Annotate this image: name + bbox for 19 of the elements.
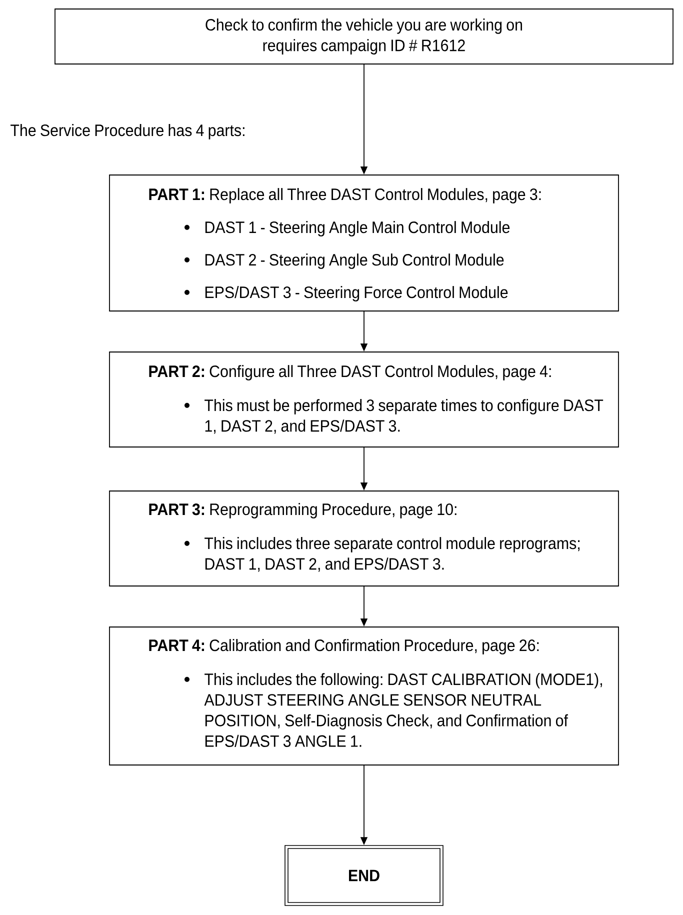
- end-box: [284, 845, 444, 906]
- step-box: [109, 352, 619, 448]
- bullet-text: DAST 1 - Steering Angle Main Control Module: [205, 221, 510, 236]
- box-text: Check to confirm the vehicle you are working on requires campaign ID # R1612: [206, 18, 522, 54]
- step-box: [109, 174, 619, 312]
- step-heading: PART 1: Replace all Three DAST Control Modules, page 3:: [149, 188, 541, 204]
- note-text: The Service Procedure has 4 parts:: [10, 124, 244, 140]
- bullet-text: This includes the following: DAST CALIBRATION (MODE1), ADJUST STEERING ANGLE SENSOR NEUTRAL POSITION, Self-Diagnosis Check, and Confirmation of EPS/DAST 3 ANGLE 1.: [204, 673, 602, 747]
- step-box: [109, 490, 619, 586]
- step-heading: PART 3: Reprogramming Procedure, page 10:: [149, 503, 456, 518]
- bullet-text: EPS/DAST 3 - Steering Force Control Module: [205, 286, 508, 302]
- step-box: [109, 626, 619, 766]
- bullet-text: This includes three separate control module reprograms; DAST 1, DAST 2, and EPS/DAST 3.: [204, 537, 580, 572]
- step-heading: PART 2: Configure all Three DAST Control Modules, page 4:: [149, 365, 551, 380]
- bullet-text: This must be performed 3 separate times to configure DAST 1, DAST 2, and EPS/DAST 3.: [204, 399, 604, 434]
- step-heading: PART 4: Calibration and Confirmation Procedure, page 26:: [149, 639, 539, 654]
- bullet-text: DAST 2 - Steering Angle Sub Control Module: [205, 254, 504, 269]
- step-box: [54, 8, 674, 64]
- end-label: END: [349, 870, 380, 882]
